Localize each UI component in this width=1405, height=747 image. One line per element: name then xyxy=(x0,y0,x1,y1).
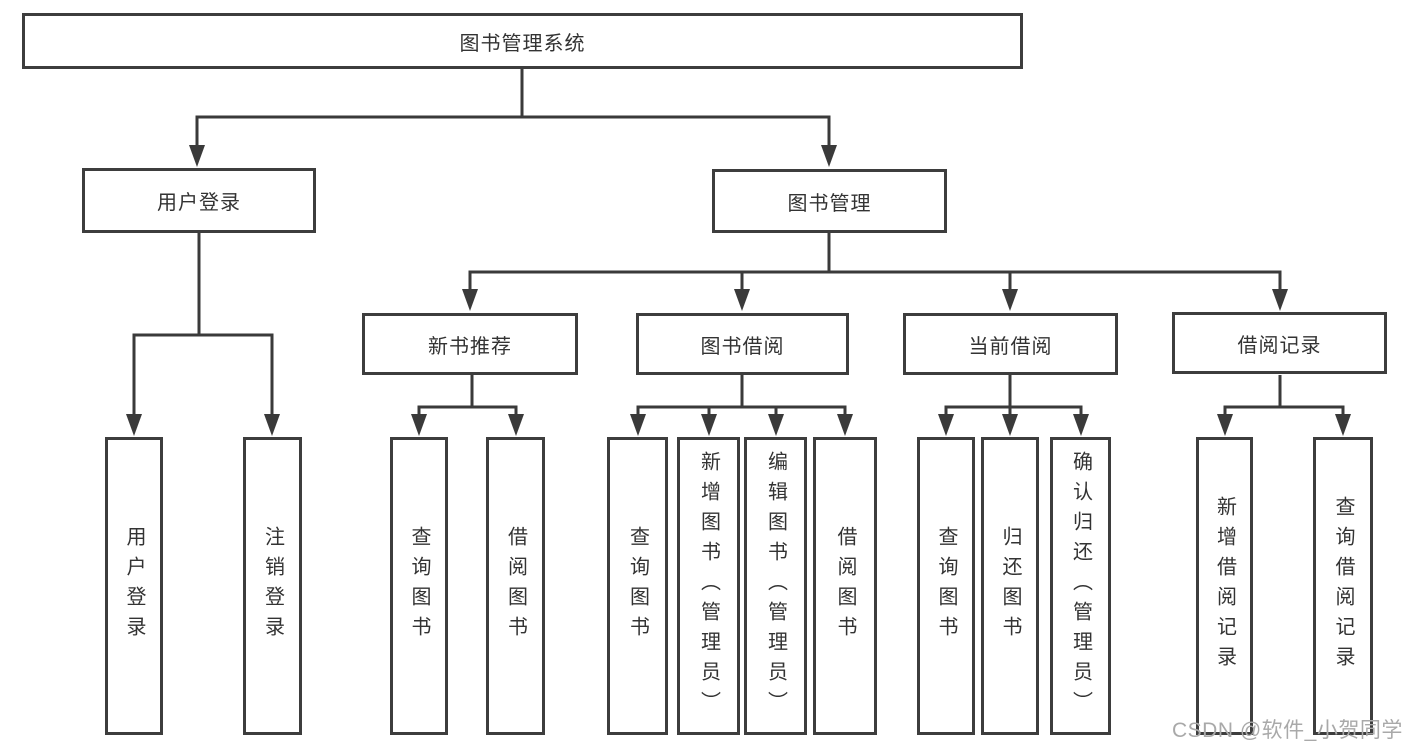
arrow-down-icon xyxy=(938,414,954,436)
node-br-query-record: 查询借阅记录 xyxy=(1313,437,1373,735)
arrow-down-icon xyxy=(508,414,524,436)
node-book-management: 图书管理 xyxy=(712,169,947,233)
node-cb-return-books-label: 归还图书 xyxy=(999,526,1021,646)
node-root-label: 图书管理系统 xyxy=(459,32,586,55)
node-book-management-label: 图书管理 xyxy=(787,192,872,215)
node-cb-confirm-return-admin-label: 确认归还（管理员） xyxy=(1069,451,1092,721)
arrow-down-icon xyxy=(821,145,837,167)
node-bb-add-books-admin: 新增图书（管理员） xyxy=(677,437,740,735)
node-borrow-records: 借阅记录 xyxy=(1172,312,1387,374)
arrow-down-icon xyxy=(264,414,280,436)
node-cb-query-books: 查询图书 xyxy=(917,437,975,735)
arrow-down-icon xyxy=(1002,289,1018,311)
node-nb-borrow-books-label: 借阅图书 xyxy=(504,526,527,646)
node-user-login-leaf-label: 用户登录 xyxy=(123,526,145,646)
arrow-down-icon xyxy=(126,414,142,436)
node-cb-query-books-label: 查询图书 xyxy=(935,526,957,646)
node-bb-query-books: 查询图书 xyxy=(607,437,668,735)
arrow-down-icon xyxy=(768,414,784,436)
node-borrow-records-label: 借阅记录 xyxy=(1237,334,1322,357)
arrow-down-icon xyxy=(1335,414,1351,436)
node-logout-label: 注销登录 xyxy=(261,526,284,646)
node-cb-return-books: 归还图书 xyxy=(981,437,1039,735)
node-bb-borrow-books-label: 借阅图书 xyxy=(834,526,856,646)
arrow-down-icon xyxy=(1272,289,1288,311)
node-br-add-record: 新增借阅记录 xyxy=(1196,437,1253,735)
node-user-login-leaf: 用户登录 xyxy=(105,437,163,735)
arrow-down-icon xyxy=(837,414,853,436)
node-bb-query-books-label: 查询图书 xyxy=(626,526,649,646)
arrow-down-icon xyxy=(189,145,205,167)
node-new-book-recommend: 新书推荐 xyxy=(362,313,578,375)
node-bb-edit-books-admin-label: 编辑图书（管理员） xyxy=(764,451,787,721)
arrow-down-icon xyxy=(734,289,750,311)
node-logout: 注销登录 xyxy=(243,437,302,735)
node-user-login-label: 用户登录 xyxy=(157,192,241,214)
node-current-borrowing: 当前借阅 xyxy=(903,313,1118,375)
arrow-down-icon xyxy=(701,414,717,436)
node-current-borrowing-label: 当前借阅 xyxy=(968,335,1053,358)
node-cb-confirm-return-admin: 确认归还（管理员） xyxy=(1050,437,1111,735)
arrow-down-icon xyxy=(1073,414,1089,436)
watermark: CSDN @软件_小贺同学 xyxy=(1172,719,1403,742)
node-root: 图书管理系统 xyxy=(22,13,1023,69)
arrow-down-icon xyxy=(462,289,478,311)
node-nb-query-books: 查询图书 xyxy=(390,437,448,735)
arrow-down-icon xyxy=(411,414,427,436)
node-bb-add-books-admin-label: 新增图书（管理员） xyxy=(697,451,720,721)
node-nb-borrow-books: 借阅图书 xyxy=(486,437,545,735)
node-new-book-recommend-label: 新书推荐 xyxy=(428,335,512,358)
node-book-borrowing: 图书借阅 xyxy=(636,313,849,375)
node-book-borrowing-label: 图书借阅 xyxy=(700,335,785,358)
arrow-down-icon xyxy=(1002,414,1018,436)
node-user-login: 用户登录 xyxy=(82,168,316,233)
node-br-query-record-label: 查询借阅记录 xyxy=(1332,496,1354,676)
node-bb-borrow-books: 借阅图书 xyxy=(813,437,877,735)
arrow-down-icon xyxy=(630,414,646,436)
node-nb-query-books-label: 查询图书 xyxy=(408,526,430,646)
arrow-down-icon xyxy=(1217,414,1233,436)
node-br-add-record-label: 新增借阅记录 xyxy=(1213,496,1236,676)
node-bb-edit-books-admin: 编辑图书（管理员） xyxy=(744,437,807,735)
